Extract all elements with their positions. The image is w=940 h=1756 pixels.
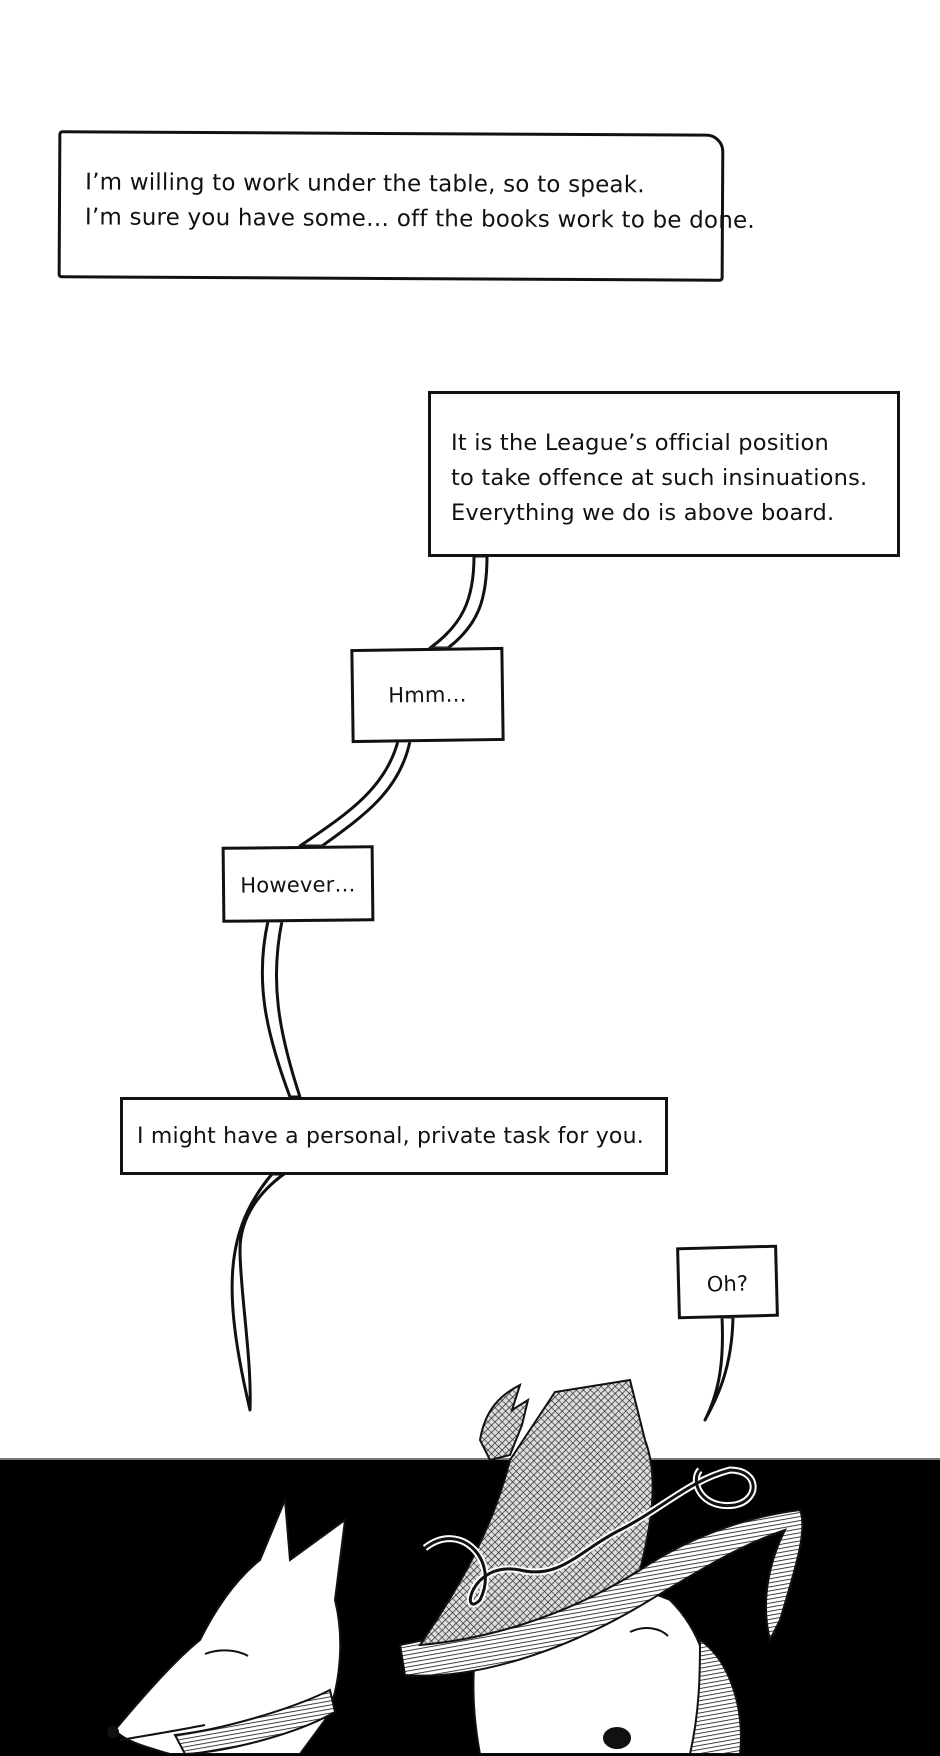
speech-bubble-however: However… bbox=[221, 845, 375, 923]
speech-bubble-hmm: Hmm… bbox=[350, 646, 505, 744]
fox-witch-nose bbox=[603, 1727, 631, 1749]
bubble-line: Oh? bbox=[706, 1271, 749, 1297]
mantis-creature bbox=[478, 1383, 530, 1462]
fox-left-figure bbox=[107, 1499, 347, 1754]
fox-left-collar bbox=[173, 1688, 337, 1754]
fox-witch-eye bbox=[629, 1627, 669, 1637]
fox-left-mouth bbox=[119, 1724, 206, 1741]
fox-witch-scarf bbox=[688, 1638, 742, 1754]
tail-hmm-to-however bbox=[298, 739, 412, 848]
bubble-line: I might have a personal, private task fo… bbox=[137, 1124, 644, 1149]
bubble-line: Hmm… bbox=[388, 682, 467, 708]
bubble-line: to take offence at such insinuations. bbox=[451, 465, 868, 491]
character-artwork bbox=[107, 1378, 804, 1754]
hat-thorn-vine-inner bbox=[424, 1468, 755, 1606]
speech-bubble-off-the-books: I’m willing to work under the table, so … bbox=[57, 130, 755, 282]
bubble-line: I’m sure you have some… off the books wo… bbox=[84, 204, 755, 234]
fox-left-eye bbox=[204, 1649, 249, 1657]
fox-left-nose bbox=[107, 1726, 119, 1738]
tail-however-to-private bbox=[260, 919, 302, 1099]
bubble-line: It is the League’s official position bbox=[451, 430, 829, 456]
bubble-line: Everything we do is above board. bbox=[451, 500, 835, 526]
bubble-line: However… bbox=[240, 872, 356, 898]
bubble-line: I’m willing to work under the table, so … bbox=[85, 169, 645, 199]
fox-witch-figure bbox=[398, 1378, 804, 1754]
speech-bubble-private-task: I might have a personal, private task fo… bbox=[120, 1097, 668, 1175]
speech-bubble-league-position: It is the League’s official position to … bbox=[428, 391, 900, 557]
tail-box2-to-hmm bbox=[428, 554, 489, 650]
speech-bubble-oh: Oh? bbox=[676, 1244, 779, 1320]
